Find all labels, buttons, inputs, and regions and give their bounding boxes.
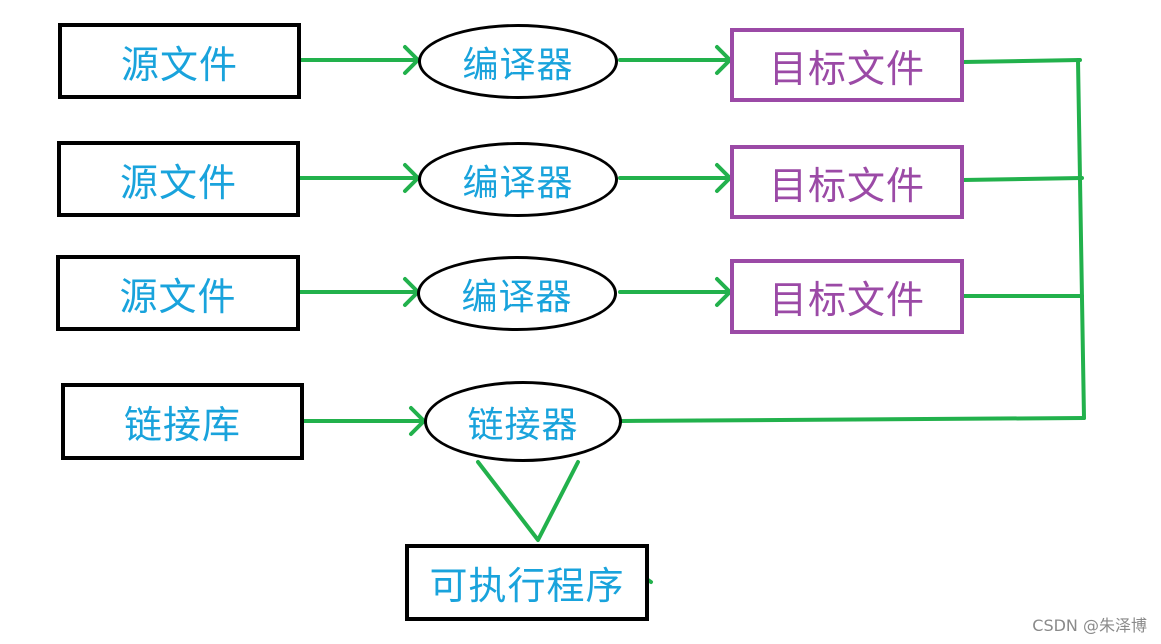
- object-file-label-2: 目标文件: [768, 163, 925, 208]
- arrow-compiler-2-to-object-2: [618, 163, 732, 193]
- bus-vertical: [1076, 58, 1086, 420]
- arrow-source-2-to-compiler-2: [298, 163, 420, 193]
- arrow-source-1-to-compiler-1: [298, 45, 420, 75]
- line-bus-to-linker: [620, 416, 1086, 423]
- source-file-box-1: 源文件: [58, 23, 301, 99]
- line-object-1-to-bus: [961, 58, 1082, 64]
- arrow-library-to-linker: [302, 406, 426, 436]
- source-file-label-2: 源文件: [119, 160, 237, 205]
- compiler-node-1: 编译器: [418, 24, 618, 99]
- arrow-compiler-1-to-object-1: [618, 45, 732, 75]
- arrow-compiler-3-to-object-3: [618, 277, 732, 307]
- executable-box: 可执行程序: [405, 544, 649, 621]
- compiler-label-2: 编译器: [462, 162, 574, 204]
- object-file-label-3: 目标文件: [768, 278, 925, 322]
- compiler-label-1: 编译器: [462, 44, 574, 86]
- line-linker-to-executable: [476, 460, 580, 542]
- library-label: 链接库: [123, 403, 241, 447]
- line-object-2-to-bus: [961, 176, 1084, 182]
- source-file-box-2: 源文件: [57, 141, 300, 217]
- object-file-box-2: 目标文件: [730, 145, 964, 219]
- library-box: 链接库: [61, 383, 304, 460]
- executable-label: 可执行程序: [429, 564, 625, 608]
- source-file-label-1: 源文件: [120, 42, 238, 87]
- linker-label: 链接器: [467, 404, 579, 446]
- object-file-box-1: 目标文件: [730, 28, 964, 102]
- linker-node: 链接器: [424, 381, 622, 462]
- compiler-label-3: 编译器: [461, 276, 573, 318]
- source-file-box-3: 源文件: [56, 255, 300, 331]
- object-file-label-1: 目标文件: [768, 46, 925, 91]
- compiler-node-3: 编译器: [417, 256, 617, 331]
- watermark-text: CSDN @朱泽博: [1032, 616, 1147, 635]
- arrow-source-3-to-compiler-3: [298, 277, 420, 307]
- source-file-label-3: 源文件: [119, 274, 237, 319]
- object-file-box-3: 目标文件: [730, 259, 964, 334]
- compiler-node-2: 编译器: [418, 142, 618, 217]
